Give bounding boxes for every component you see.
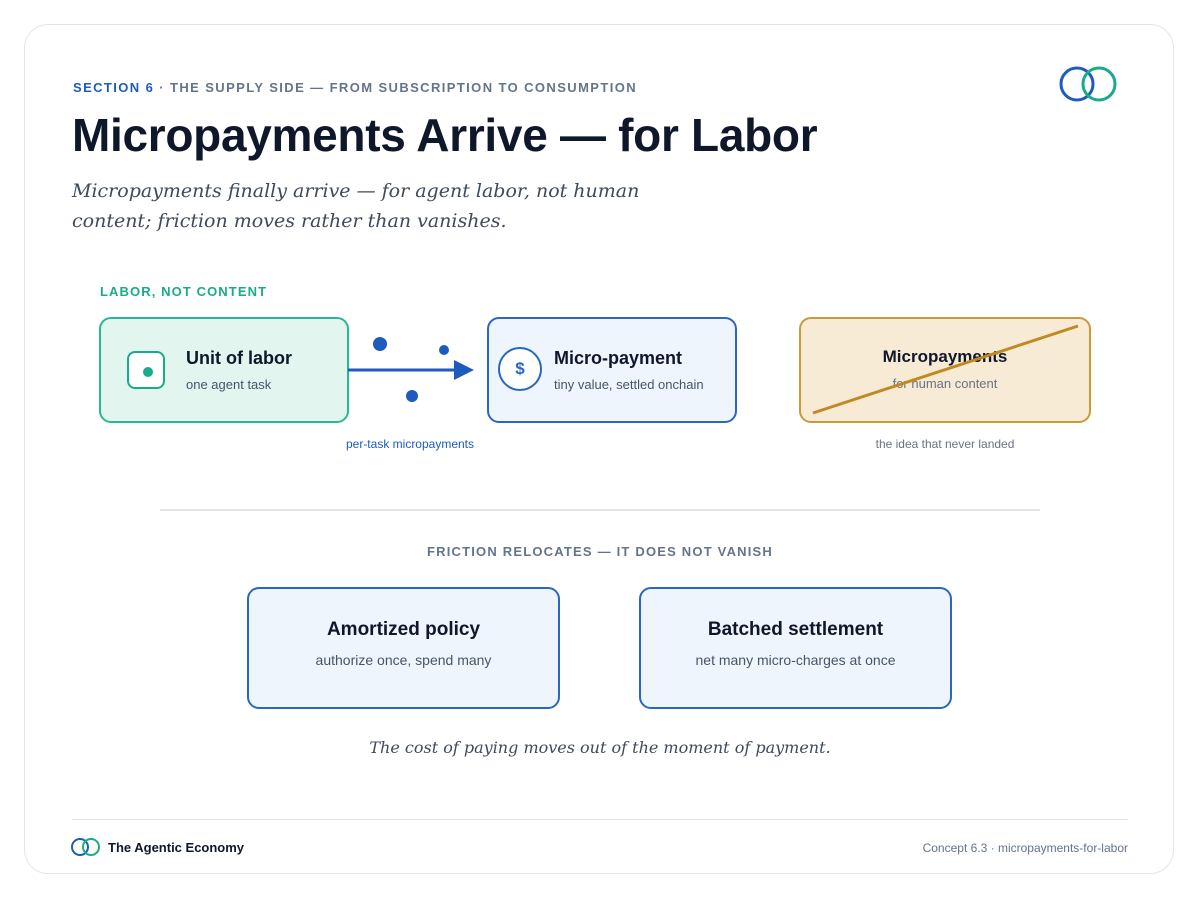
friction-box-title: Amortized policy	[326, 619, 481, 640]
eyebrow-separator: ·	[154, 80, 170, 95]
human-content-box: Micropayments for human content	[799, 317, 1091, 423]
flow-caption: per-task micropayments	[345, 437, 475, 451]
batched-settlement-box: Batched settlement net many micro-charge…	[639, 587, 952, 709]
payment-dot	[373, 337, 387, 351]
task-icon	[127, 351, 165, 389]
footer-logo-icon	[71, 838, 100, 856]
section-topic: THE SUPPLY SIDE — FROM SUBSCRIPTION TO C…	[170, 80, 638, 95]
amortized-policy-box: Amortized policy authorize once, spend m…	[247, 587, 560, 709]
labor-box-title: Unit of labor	[186, 348, 292, 368]
unit-of-labor-box: Unit of labor one agent task	[99, 317, 349, 423]
page-title: Micropayments Arrive — for Labor	[72, 109, 818, 161]
page-subtitle: Micropayments finally arrive — for agent…	[72, 180, 640, 232]
section-eyebrow: SECTION 6 · THE SUPPLY SIDE — FROM SUBSC…	[73, 80, 637, 95]
friction-box-subtitle: net many micro-charges at once	[695, 652, 896, 668]
interlocking-rings-logo-icon	[1059, 66, 1117, 102]
micro-payment-box: $ Micro-payment tiny value, settled onch…	[487, 317, 737, 423]
labor-box-subtitle: one agent task	[186, 377, 272, 392]
footer-reference: Concept 6.3 · micropayments-for-labor	[922, 841, 1128, 855]
payment-dot	[439, 345, 449, 355]
dollar-icon: $	[498, 347, 542, 391]
task-dot	[143, 367, 153, 377]
payment-box-title: Micro-payment	[554, 348, 683, 368]
payment-dot	[406, 390, 418, 402]
friction-box-subtitle: authorize once, spend many	[315, 652, 492, 668]
payment-flow-arrow-icon	[348, 337, 474, 402]
payment-box-subtitle: tiny value, settled onchain	[554, 377, 704, 392]
slide-card	[24, 24, 1174, 874]
human-box-caption: the idea that never landed	[875, 437, 1015, 451]
labor-section-label: LABOR, NOT CONTENT	[100, 284, 268, 299]
section-number: SECTION 6	[73, 80, 155, 95]
strikethrough-line-icon	[812, 324, 1079, 415]
friction-section-label: FRICTION RELOCATES — IT DOES NOT VANISH	[426, 544, 774, 559]
friction-box-title: Batched settlement	[707, 619, 884, 640]
footer-divider	[72, 819, 1128, 820]
human-box-title: Micropayments	[882, 347, 1008, 366]
footer-brand: The Agentic Economy	[108, 840, 245, 855]
conclusion-text: The cost of paying moves out of the mome…	[369, 738, 831, 757]
flow-arrow-head	[454, 360, 474, 380]
section-divider	[160, 509, 1040, 511]
